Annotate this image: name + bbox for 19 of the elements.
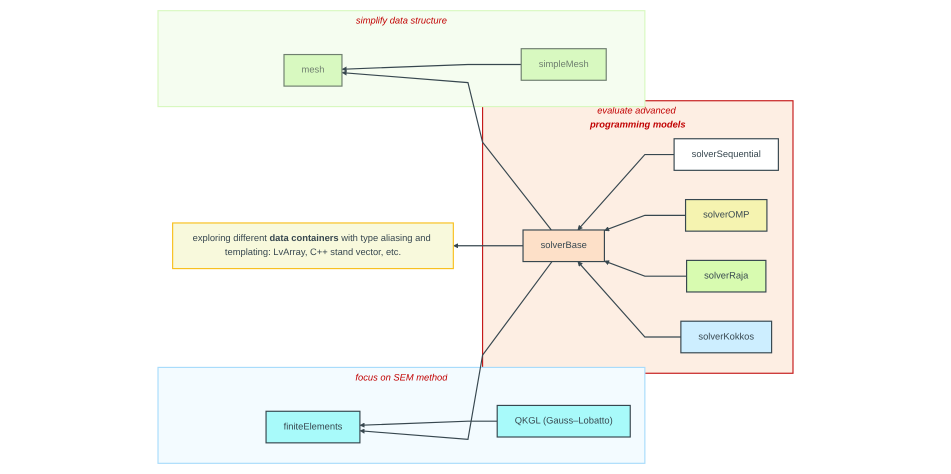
node-box: simpleMesh — [520, 48, 607, 81]
arrow — [604, 214, 686, 232]
arrow — [578, 261, 681, 338]
arrow — [342, 64, 522, 72]
arrow — [578, 154, 674, 230]
node-box: solverKokkos — [680, 320, 772, 354]
node-box: solverSequential — [674, 138, 779, 171]
arrow — [604, 260, 687, 277]
node-box: solverBase — [522, 229, 605, 262]
node-box: finiteElements — [265, 410, 360, 444]
node-box: mesh — [283, 54, 343, 87]
node-box: exploring different data containers with type aliasing and templating: LvArray, C++ stand vector, etc. — [172, 222, 454, 270]
arrow — [342, 70, 552, 230]
arrow — [360, 420, 498, 428]
node-box: solverRaja — [686, 260, 766, 293]
node-box: QKGL (Gauss–Lobatto) — [496, 404, 631, 438]
node-box: solverOMP — [684, 198, 768, 232]
arrow — [453, 243, 524, 248]
arrow — [360, 261, 552, 440]
